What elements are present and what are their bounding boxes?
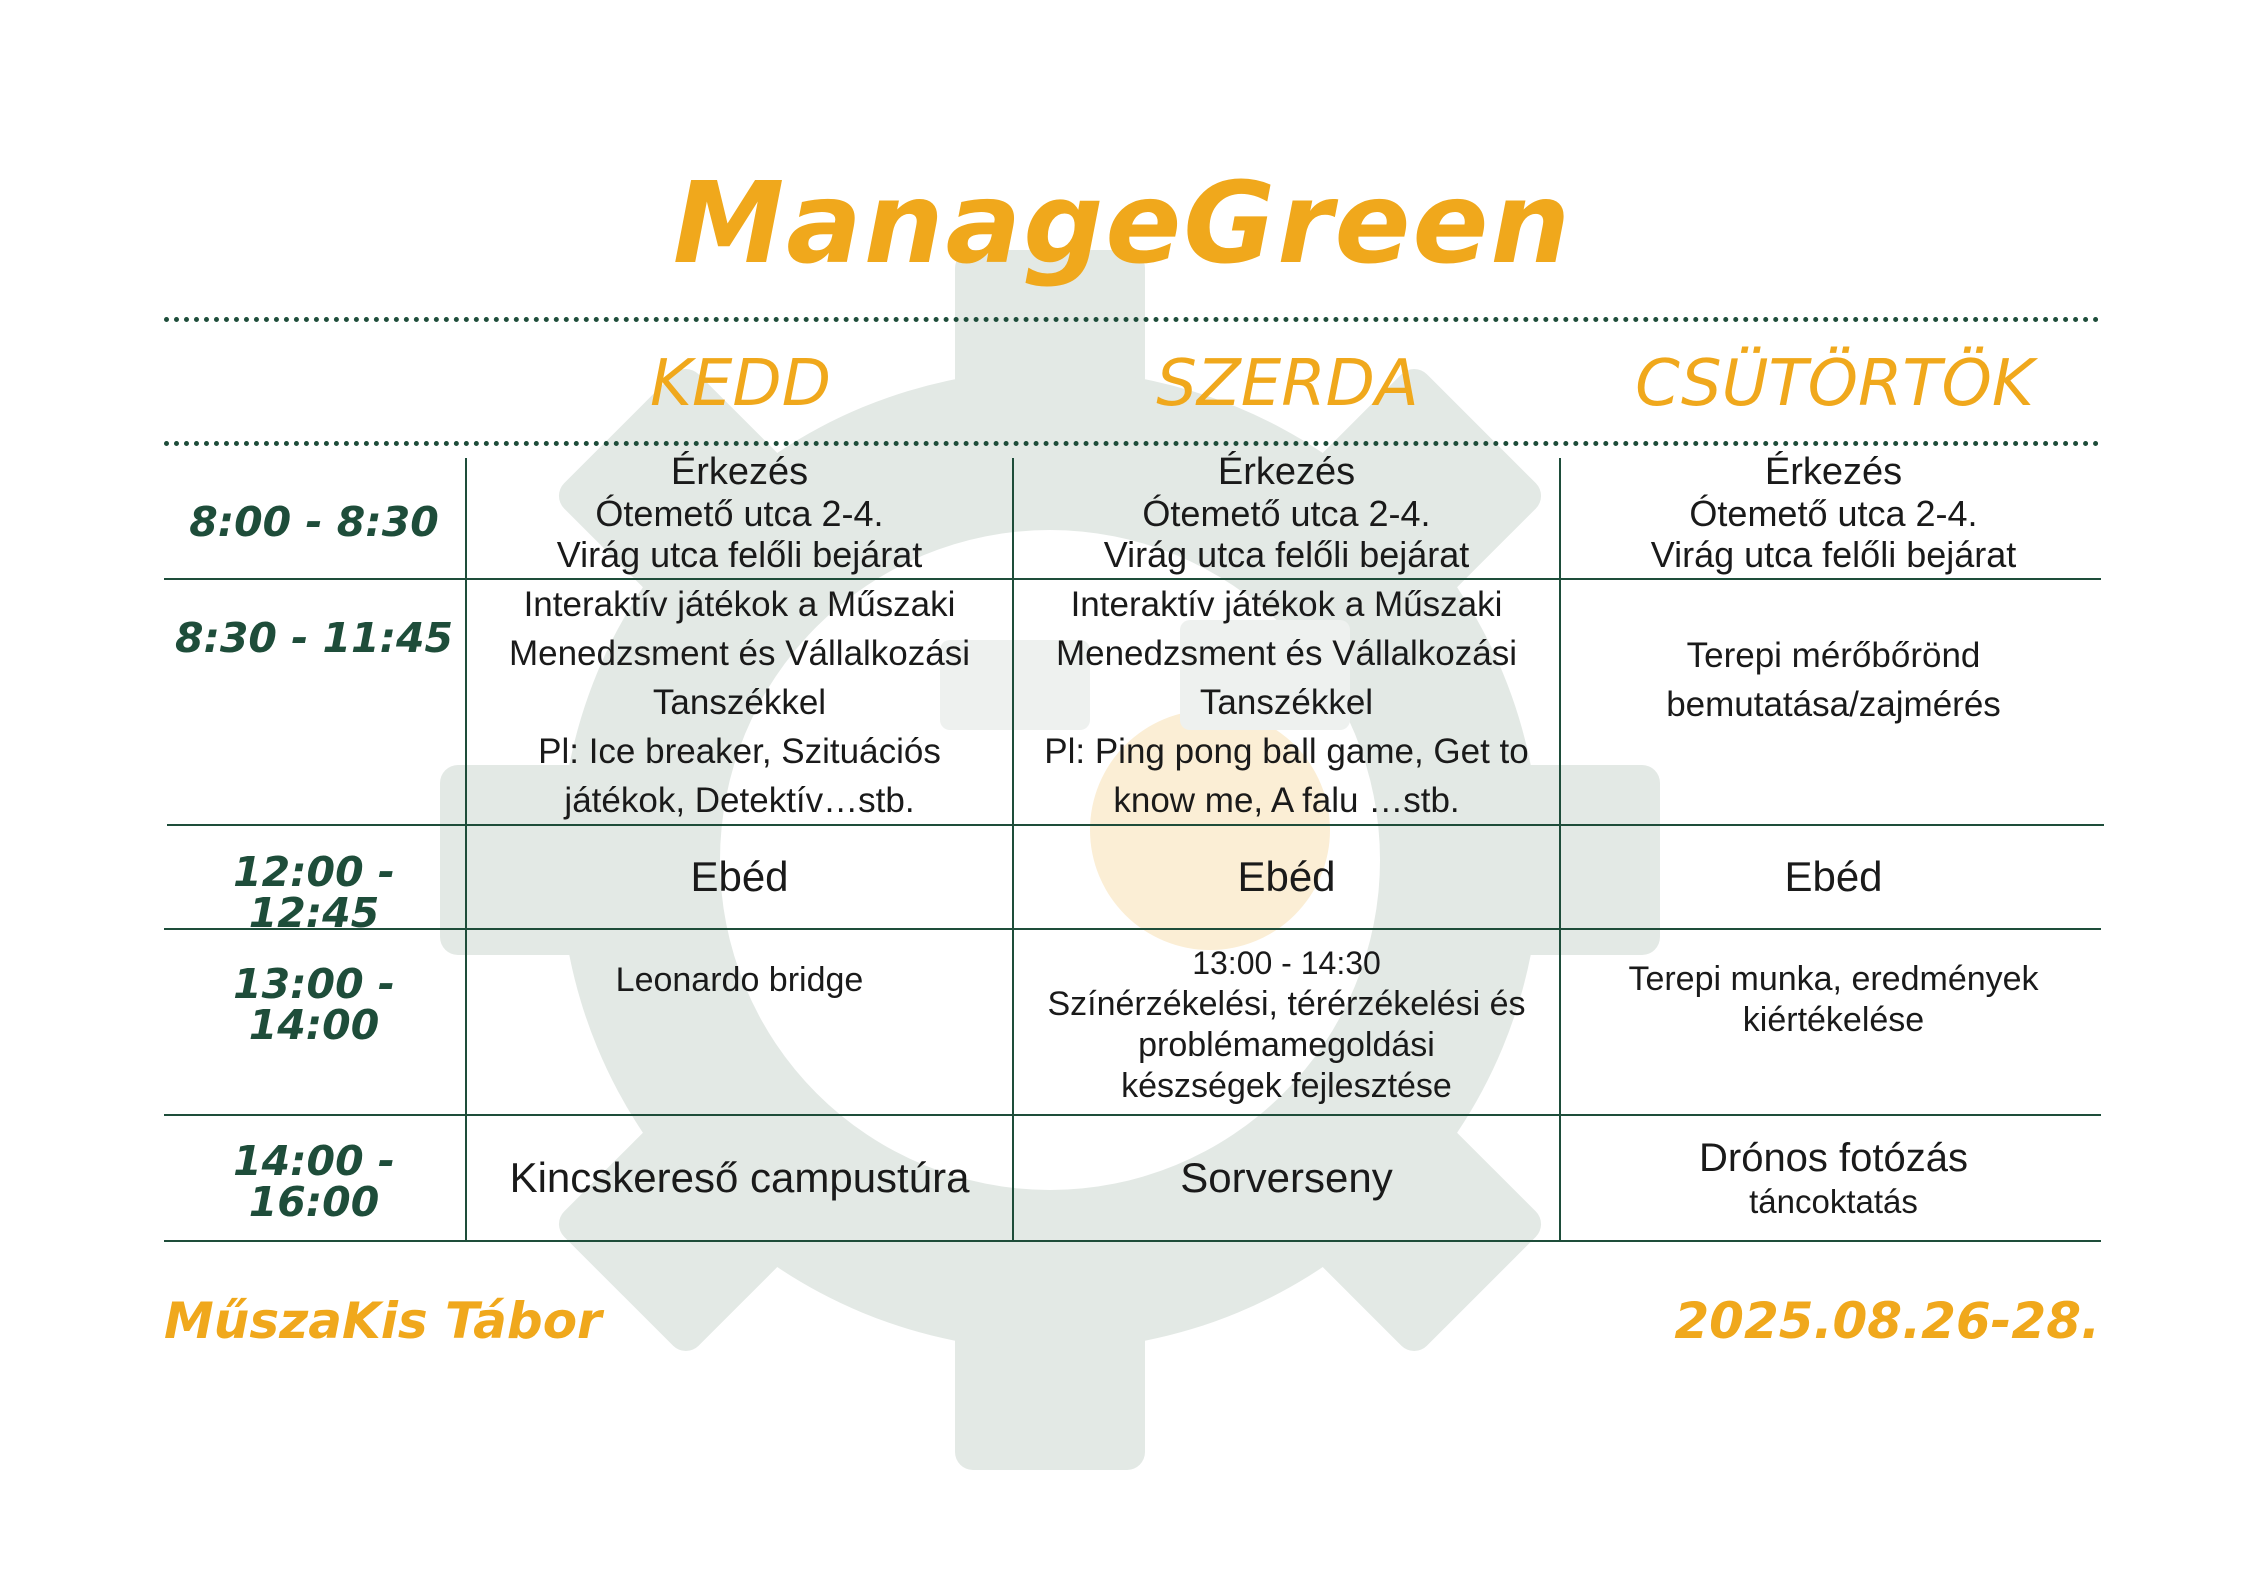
activity-line: játékok, Detektív…stb. [564,780,915,820]
schedule-cell: Érkezés Ótemető utca 2-4. Virág utca fel… [1561,448,2106,578]
day-header-csutortok: CSÜTÖRTÖK [1635,347,2034,421]
activity-line: Tanszékkel [652,682,827,722]
activity-line: Ótemető utca 2-4. [1142,492,1431,534]
activity-line: kiértékelése [1742,1001,1925,1039]
activity-line: Színérzékelési, térérzékelési és [1047,985,1526,1023]
schedule-cell: Kincskereső campustúra [467,1116,1012,1240]
header-divider [164,441,2100,446]
activity-line: Virág utca felőli bejárat [556,533,923,575]
column-divider [1012,458,1014,1241]
schedule-cell: Sorverseny [1014,1116,1559,1240]
page-title: ManageGreen [672,159,1573,289]
activity-line: Érkezés [670,450,809,493]
column-divider [1559,458,1561,1241]
schedule-cell: Terepi mérőbőrönd bemutatása/zajmérés [1561,580,2106,780]
activity-line: Érkezés [1217,450,1356,493]
schedule-cell: Érkezés Ótemető utca 2-4. Virág utca fel… [1014,448,1559,578]
schedule-cell: 13:00 - 14:30 Színérzékelési, térérzékel… [1014,940,1559,1110]
schedule-cell: Érkezés Ótemető utca 2-4. Virág utca fel… [467,448,1012,578]
footer-date: 2025.08.26-28. [1674,1292,2100,1350]
activity-line: Érkezés [1764,450,1903,493]
day-header-szerda: SZERDA [1156,347,1419,421]
activity-line: táncoktatás [1749,1183,1918,1220]
day-header-kedd: KEDD [650,347,831,421]
column-divider [465,458,467,1241]
time-slot-3: 12:00 - 12:45 [233,848,395,937]
schedule-cell: Ebéd [1561,826,2106,928]
activity-line: Ebéd [1784,853,1883,900]
schedule-cell: Interaktív játékok a Műszaki Menedzsment… [1014,580,1559,824]
title-divider [164,317,2100,322]
activity-line: problémamegoldási [1138,1026,1435,1064]
footer-camp-name: MűszaKis Tábor [164,1292,602,1350]
activity-line: know me, A falu …stb. [1113,780,1460,820]
schedule-cell: Interaktív játékok a Műszaki Menedzsment… [467,580,1012,824]
activity-line: Terepi mérőbőrönd [1686,636,1981,675]
activity-line: Terepi munka, eredmények [1628,960,2039,998]
activity-line: Ótemető utca 2-4. [1689,492,1978,534]
activity-line: Sorverseny [1180,1154,1393,1201]
activity-line: Interaktív játékok a Műszaki [523,584,956,624]
time-slot-1: 8:00 - 8:30 [189,498,439,546]
activity-line: Pl: Ice breaker, Szituációs [538,731,941,771]
activity-line: Menedzsment és Vállalkozási [1055,633,1518,673]
activity-line: Tanszékkel [1199,682,1374,722]
activity-line: Ótemető utca 2-4. [595,492,884,534]
schedule-cell: Drónos fotózás táncoktatás [1561,1130,2106,1226]
activity-line: Virág utca felőli bejárat [1650,533,2017,575]
row-divider [164,578,2101,580]
activity-line: Pl: Ping pong ball game, Get to [1044,731,1529,771]
schedule-cell: Leonardo bridge [467,940,1012,1020]
activity-line: Ebéd [690,853,789,900]
activity-line: Drónos fotózás [1698,1136,1969,1180]
row-divider [167,824,2104,826]
activity-line: 13:00 - 14:30 [1192,945,1381,981]
time-slot-5: 14:00 - 16:00 [233,1137,395,1226]
schedule-cell: Ebéd [1014,826,1559,928]
row-divider [164,928,2101,930]
schedule-cell: Terepi munka, eredmények kiértékelése [1561,955,2106,1045]
activity-line: Leonardo bridge [615,960,864,999]
activity-line: Menedzsment és Vállalkozási [508,633,971,673]
activity-line: Virág utca felőli bejárat [1103,533,1470,575]
time-slot-4: 13:00 - 14:00 [233,960,395,1049]
time-slot-2: 8:30 - 11:45 [174,614,454,662]
row-divider [164,1114,2101,1116]
activity-line: készségek fejlesztése [1121,1067,1452,1105]
schedule-cell: Ebéd [467,826,1012,928]
activity-line: Ebéd [1237,853,1336,900]
activity-line: Kincskereső campustúra [509,1154,970,1201]
activity-line: bemutatása/zajmérés [1666,685,2001,724]
activity-line: Interaktív játékok a Műszaki [1070,584,1503,624]
row-divider [164,1240,2101,1242]
